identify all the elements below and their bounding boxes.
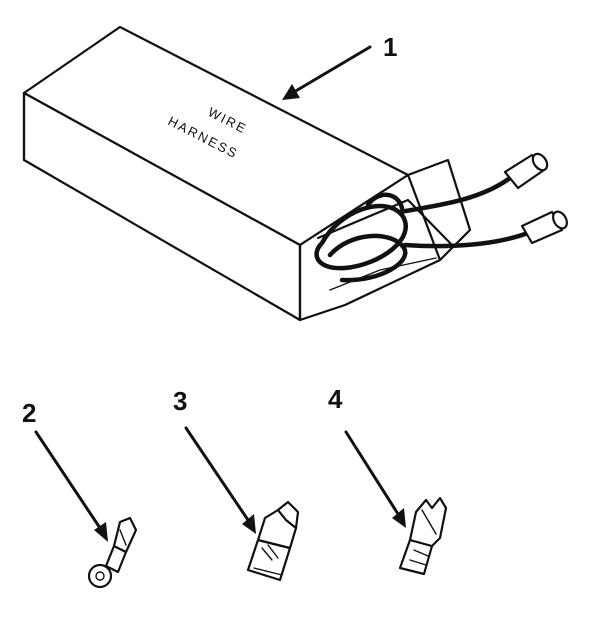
qd-terminal-crimp [408, 496, 448, 548]
ring-terminal [87, 516, 138, 589]
quick-disconnect-terminal [398, 496, 448, 576]
callout-arrow-1 [292, 45, 372, 94]
harness-connector-upper [503, 152, 549, 190]
wire-harness-box: WIRE HARNESS [22, 25, 568, 322]
box-flap-bottom [329, 257, 437, 291]
callout-arrowhead-4 [392, 508, 406, 528]
callout-arrowhead-3 [242, 514, 256, 534]
ring-terminal-crimp [112, 516, 138, 554]
flag-terminal-tab [276, 500, 300, 530]
harness-connector-lower [520, 210, 568, 245]
callout-number-2: 2 [22, 398, 36, 428]
ring-terminal-ring [87, 563, 113, 589]
flag-terminal [246, 500, 300, 582]
callout-2: 2 [22, 398, 108, 542]
callout-arrow-3 [184, 426, 250, 522]
callout-number-3: 3 [173, 386, 187, 416]
callout-1: 1 [282, 32, 397, 100]
harness-wire-coil [314, 192, 408, 283]
callout-arrow-2 [34, 430, 102, 530]
callout-arrowhead-2 [94, 522, 108, 542]
callout-arrow-4 [344, 430, 400, 516]
box-flap-inner [316, 198, 454, 247]
callout-number-4: 4 [328, 384, 343, 414]
harness-lead-upper [397, 175, 513, 215]
harness-lead-lower [402, 230, 531, 249]
callout-number-1: 1 [383, 32, 397, 62]
callout-arrowhead-1 [282, 84, 300, 100]
callout-4: 4 [328, 384, 406, 528]
callout-3: 3 [173, 386, 256, 534]
